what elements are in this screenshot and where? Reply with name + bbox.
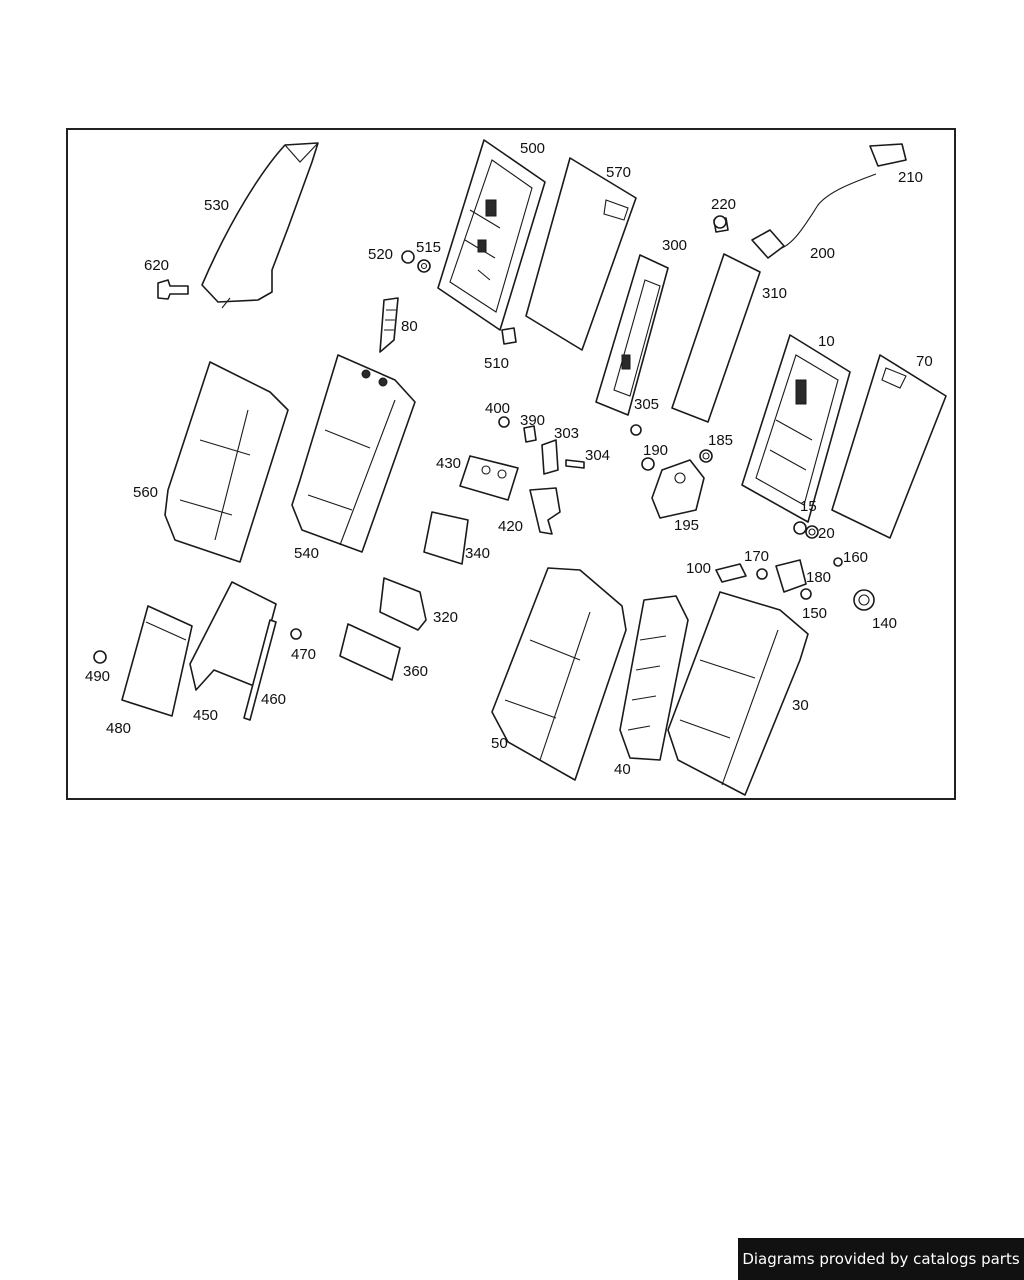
callout-320: 320 [433, 609, 459, 626]
part-190-bolt[interactable] [641, 457, 655, 471]
callout-15: 15 [800, 498, 817, 515]
part-80-latch[interactable] [379, 297, 399, 353]
part-520-bushing[interactable] [401, 250, 415, 264]
part-430-bracket[interactable] [459, 455, 519, 501]
callout-620: 620 [144, 257, 170, 274]
credit-banner: Diagrams provided by catalogs parts [738, 1238, 1024, 1280]
callout-430: 430 [436, 455, 462, 472]
callout-510: 510 [484, 355, 510, 372]
part-195-hinge-bracket[interactable] [651, 459, 705, 519]
callout-570: 570 [606, 164, 632, 181]
callout-300: 300 [662, 237, 688, 254]
callout-200: 200 [810, 245, 836, 262]
part-100-trim[interactable] [715, 563, 747, 583]
part-320-armrest-part[interactable] [379, 577, 427, 631]
callout-160: 160 [843, 549, 869, 566]
callout-40: 40 [614, 761, 631, 778]
callout-190: 190 [643, 442, 669, 459]
part-620-pin[interactable] [157, 279, 189, 300]
part-530-bolster-cover[interactable] [201, 142, 319, 309]
part-490-screw[interactable] [93, 650, 107, 664]
part-470-screw[interactable] [290, 628, 302, 640]
callout-210: 210 [898, 169, 924, 186]
callout-303: 303 [554, 425, 580, 442]
part-304-bolt[interactable] [565, 459, 585, 469]
part-570-backrest-pad[interactable] [525, 157, 637, 351]
part-305-clip[interactable] [630, 424, 642, 436]
callout-140: 140 [872, 615, 898, 632]
part-160-screw[interactable] [833, 557, 843, 567]
part-360-armrest-cover[interactable] [339, 623, 401, 681]
part-500-backrest-frame[interactable] [437, 139, 546, 331]
callout-360: 360 [403, 663, 429, 680]
callout-490: 490 [85, 668, 111, 685]
callout-530: 530 [204, 197, 230, 214]
part-400-nut[interactable] [498, 416, 510, 428]
part-340-cushion[interactable] [423, 511, 469, 565]
part-15-bushing[interactable] [793, 521, 807, 535]
part-10-backrest-frame[interactable] [741, 334, 851, 523]
callout-30: 30 [792, 697, 809, 714]
part-50-seat-cover[interactable] [491, 567, 627, 781]
callout-304: 304 [585, 447, 611, 464]
part-140-knob[interactable] [853, 589, 875, 611]
callout-400: 400 [485, 400, 511, 417]
callout-450: 450 [193, 707, 219, 724]
callout-70: 70 [916, 353, 933, 370]
callout-470: 470 [291, 646, 317, 663]
part-300-inner-frame[interactable] [595, 254, 669, 416]
callout-305: 305 [634, 396, 660, 413]
part-170-screw[interactable] [756, 568, 768, 580]
part-420-bracket[interactable] [529, 487, 561, 535]
callout-220: 220 [711, 196, 737, 213]
callout-515: 515 [416, 239, 442, 256]
callout-180: 180 [806, 569, 832, 586]
callout-500: 500 [520, 140, 546, 157]
part-185-spring[interactable] [699, 449, 713, 463]
part-540-seat-back-cover[interactable] [291, 354, 416, 553]
part-510-clip[interactable] [501, 327, 517, 345]
callout-520: 520 [368, 246, 394, 263]
part-40-heating-mat[interactable] [619, 595, 689, 761]
part-150-cap[interactable] [800, 588, 812, 600]
part-220-screw[interactable] [713, 215, 729, 233]
part-560-seat-back-cover[interactable] [164, 361, 289, 563]
part-460-strip[interactable] [243, 619, 277, 721]
callout-340: 340 [465, 545, 491, 562]
part-450-armrest-frame[interactable] [189, 581, 277, 691]
part-20-ring[interactable] [805, 525, 819, 539]
callout-310: 310 [762, 285, 788, 302]
callout-460: 460 [261, 691, 287, 708]
part-180-motor[interactable] [775, 559, 807, 593]
part-210-connector[interactable] [869, 143, 907, 167]
part-515-clip[interactable] [417, 259, 431, 273]
callout-20: 20 [818, 525, 835, 542]
part-70-pad[interactable] [831, 354, 947, 539]
callout-540: 540 [294, 545, 320, 562]
diagram-frame [66, 128, 956, 800]
callout-420: 420 [498, 518, 524, 535]
part-200-cable[interactable] [751, 173, 877, 259]
callout-50: 50 [491, 735, 508, 752]
part-303-hinge[interactable] [541, 439, 559, 475]
callout-80: 80 [401, 318, 418, 335]
callout-195: 195 [674, 517, 700, 534]
callout-100: 100 [686, 560, 712, 577]
callout-150: 150 [802, 605, 828, 622]
part-30-seat-cover[interactable] [667, 591, 809, 796]
callout-185: 185 [708, 432, 734, 449]
callout-170: 170 [744, 548, 770, 565]
callout-10: 10 [818, 333, 835, 350]
part-480-armrest[interactable] [121, 605, 193, 717]
callout-560: 560 [133, 484, 159, 501]
callout-390: 390 [520, 412, 546, 429]
part-310-pad[interactable] [671, 253, 761, 423]
callout-480: 480 [106, 720, 132, 737]
part-390-bracket[interactable] [523, 425, 537, 443]
